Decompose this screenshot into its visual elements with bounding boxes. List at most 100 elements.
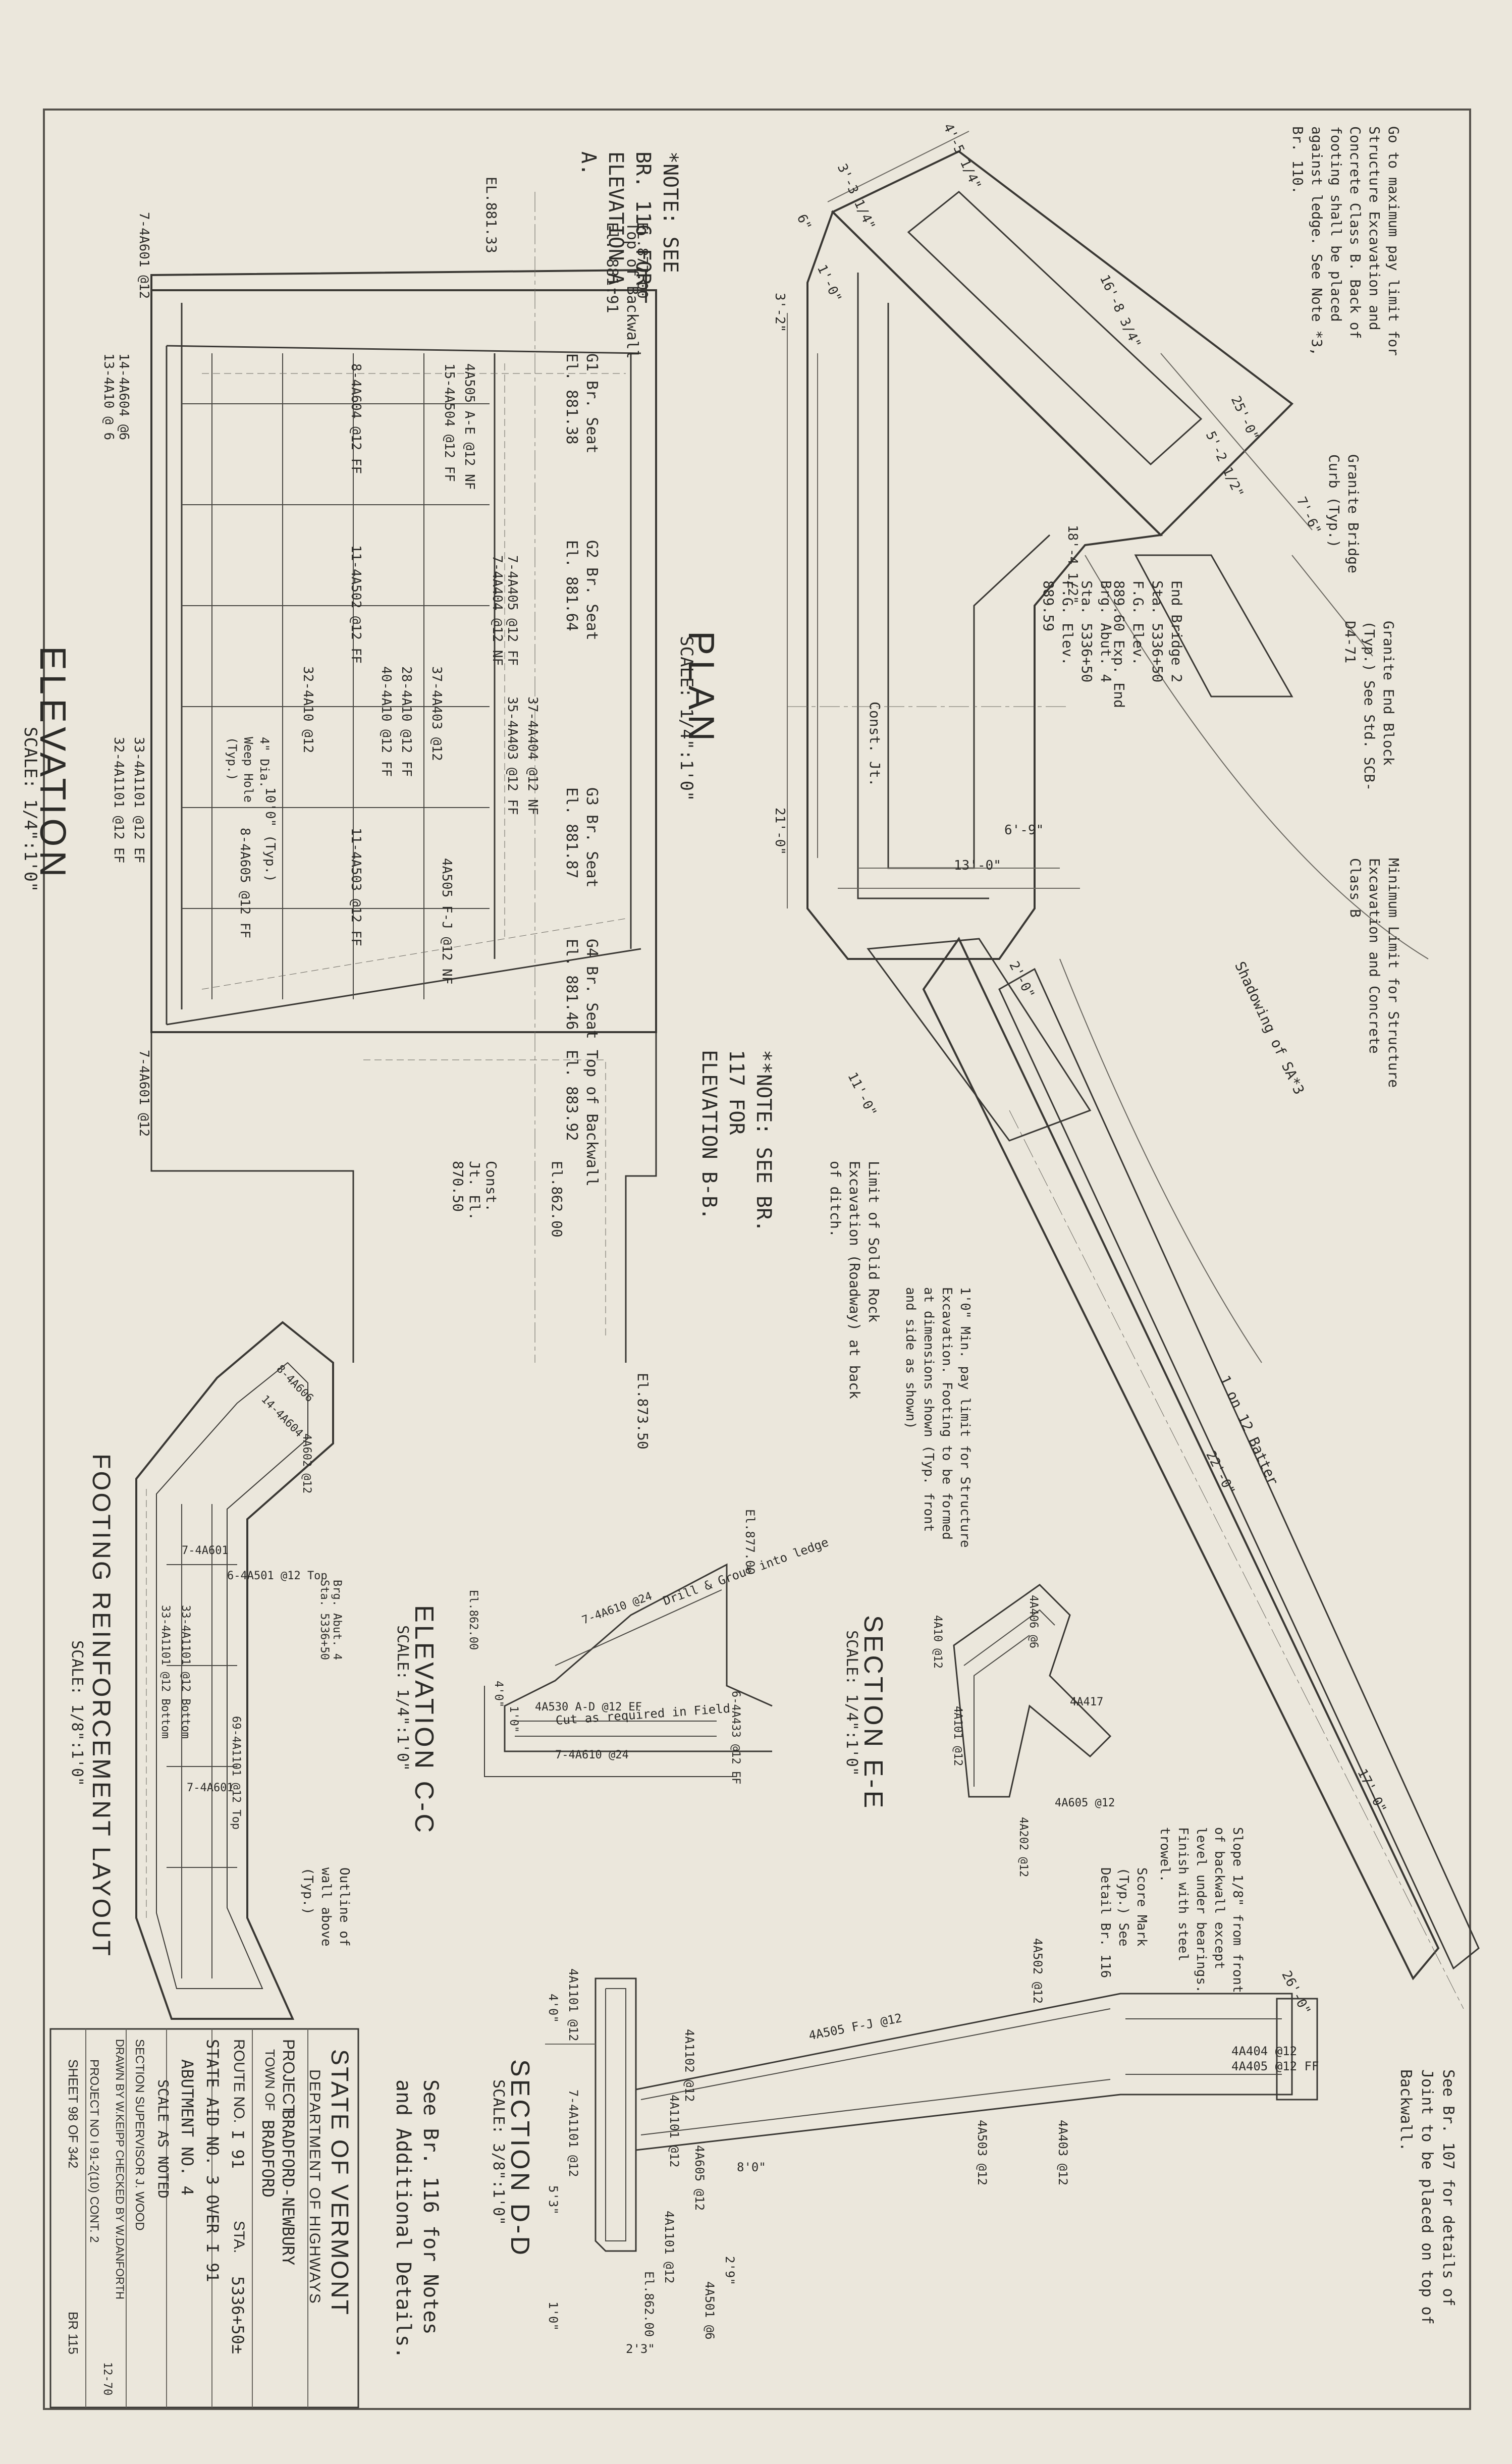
elevation-footing-right xyxy=(625,949,657,1363)
ee-label-1: 4A417 xyxy=(1070,1696,1104,1708)
elev-rebar-3: 11-4A502 @12 FF xyxy=(348,545,363,664)
cc-label-6: 4'0" xyxy=(492,1681,505,1707)
label-el-870: Const. Jt. El. 870.50 xyxy=(450,1161,500,1221)
elev-rebar-18: 13-4A10 @ 6 xyxy=(101,353,116,441)
elev-cc-bottom xyxy=(504,1716,772,1752)
dd-label-0: 4A1101 @12 xyxy=(566,1968,580,2042)
plan-dim-4: 3'-2" xyxy=(772,293,787,333)
tb-route: I 91 xyxy=(228,2130,247,2169)
elev-rebar-11: 28-4A10 @12 FF xyxy=(399,666,414,777)
label-g3: G3 Br. Seat xyxy=(583,787,601,888)
elev-cc-ledge xyxy=(484,1686,737,1777)
elevation-scale: SCALE: 1/4":1'0" xyxy=(20,727,40,892)
elev-cc-rebar xyxy=(515,1589,722,1737)
tb-sta-label: STA. xyxy=(231,2221,247,2254)
footing-label-9: Brg. Abut. 4 Sta. 5336+50 xyxy=(318,1580,343,1660)
elevation-ledge xyxy=(363,1059,606,1337)
section-ee-view xyxy=(953,1584,1112,1798)
elev-rebar-1: 15-4A504 @12 FF xyxy=(442,363,457,482)
footing-label-2: 4A602 @12 xyxy=(300,1433,313,1494)
label-g4-el: El. 881.46 xyxy=(563,939,580,1030)
label-g4: G4 Br. Seat xyxy=(583,939,601,1039)
plan-wingwall-inner xyxy=(907,191,1203,466)
elevation-seat-line xyxy=(166,345,641,354)
label-el-top-backwall: El. 881.91 xyxy=(603,222,621,313)
dd-label-6: 4A404 @12 xyxy=(1231,2044,1298,2058)
plan-scale: SCALE: 1/4":1'0" xyxy=(676,636,696,801)
dd-label-18: 4A1102 @12 xyxy=(682,2029,696,2102)
dd-label-14: 5'3" xyxy=(546,2185,560,2215)
tb-section-supervisor: SECTION SUPERVISOR J. WOOD xyxy=(133,2039,146,2231)
dd-label-12: 8'0" xyxy=(737,2160,766,2174)
elevation-footing xyxy=(150,1032,354,1363)
footing-label-3: 7-4A601 xyxy=(182,1544,229,1557)
dd-label-1: 7-4A1101 @12 xyxy=(566,2090,580,2177)
plan-dim-9: 18'-4 1/2" xyxy=(1065,525,1080,604)
excavation-note: Go to maximum pay limit for Structure Ex… xyxy=(1289,126,1402,356)
score-mark-note: Score Mark (Typ.) See Detail Br. 116 xyxy=(1098,1867,1149,1978)
footing-label-7: 33-4A1101 @12 Bottom xyxy=(159,1605,172,1739)
plan-seat xyxy=(887,303,1051,869)
ee-label-0: 4A406 @6 xyxy=(1027,1595,1040,1648)
elev-rebar-15: 35-4A403 @12 FF xyxy=(505,697,520,815)
tb-sheet: SHEET 98 OF 342 xyxy=(66,2059,81,2169)
elevation-cc-view xyxy=(484,1563,773,1777)
elev-rebar-8: 8-4A605 @12 FF xyxy=(237,828,252,939)
backwall-note: See Br. 107 for details of Joint to be p… xyxy=(1397,2069,1457,2325)
footing-layout-view xyxy=(135,1321,334,2020)
cc-label-0: El.877.00 xyxy=(743,1509,757,1575)
label-el-873: El.873.50 xyxy=(634,1373,651,1450)
ee-label-4: 4A202 @12 xyxy=(1017,1817,1030,1878)
cc-label-4: 7-4A610 @24 xyxy=(555,1749,629,1761)
plan-footing-corner xyxy=(867,938,1092,1142)
dd-label-19: 4A1101 @12 xyxy=(662,2211,676,2284)
tb-project-no: PROJECT NO I 91-2(10) CONT. 2 xyxy=(87,2059,101,2243)
elevation-hidden-lines xyxy=(201,363,626,990)
plan-inner-face xyxy=(857,273,989,899)
plan-end-block xyxy=(1134,554,1293,698)
granite-end-note: Granite End Block (Typ.) See Std. SCB-D4… xyxy=(1342,621,1397,791)
label-el-881: EL.881.33 xyxy=(483,177,500,253)
footing-rebar xyxy=(167,1504,237,1978)
elevation-cc-scale: SCALE: 1/4":1'0" xyxy=(394,1625,411,1771)
plan-dim-16: 21'-0" xyxy=(772,808,787,855)
footing-outline xyxy=(135,1321,334,2020)
plan-dim-10: 13'-0" xyxy=(954,858,1001,873)
plan-dimension-lines xyxy=(787,131,1373,908)
label-el-862: El.862.00 xyxy=(549,1161,565,1238)
min-limit-note: Minimum Limit for Structure Excavation a… xyxy=(1347,858,1402,1088)
tb-project-label: PROJECT xyxy=(280,2039,298,2115)
elev-rebar-0: 4A505 A-E @12 NF xyxy=(462,363,477,490)
plan-const-jt: Const. Jt. xyxy=(867,702,883,787)
elevation-top xyxy=(150,269,647,303)
dd-label-7: 4A405 @12 FF xyxy=(1231,2059,1319,2073)
plan-end-bridge: End Bridge 2 Sta. 5336+50 F.G. Elev. 889… xyxy=(1111,580,1185,708)
elev-rebar-2: 8-4A604 @12 FF xyxy=(348,363,363,474)
cc-label-5: El.862.00 xyxy=(467,1590,479,1650)
label-el-top-backwall-2: El. 883.92 xyxy=(563,1050,580,1141)
cc-label-7: 1'0" xyxy=(507,1706,520,1733)
elev-rebar-21: 32-4A1101 @12 EF xyxy=(111,737,126,864)
tb-drawn-checked: DRAWN BY W.KEIPP CHECKED BY W.DANFORTH xyxy=(114,2039,126,2299)
solid-rock-note: Limit of Solid Rock Excavation (Roadway)… xyxy=(827,1161,882,1400)
elev-rebar-14: 37-4A404 @12 NF xyxy=(525,697,540,815)
elev-cc-top xyxy=(504,1563,773,1716)
section-ee-scale: SCALE: 1/4":1'0" xyxy=(843,1630,860,1776)
cc-label-2: 4A530 A-D @12 EF xyxy=(535,1701,642,1713)
tb-town-label: TOWN OF xyxy=(262,2049,278,2111)
label-g3-el: El. 881.87 xyxy=(563,787,580,879)
elev-rebar-19: 7-4A601 @12 xyxy=(136,1050,151,1137)
title-block-frame xyxy=(49,2028,359,2408)
section-dd-scale: SCALE: 3/8":1'0" xyxy=(490,2079,507,2225)
general-note: See Br. 116 for Notes and Additional Det… xyxy=(392,2079,442,2359)
dd-label-13: 2'3" xyxy=(626,2342,655,2356)
section-ee-rebar-2 xyxy=(974,1635,1030,1787)
label-g1-el: El. 881.38 xyxy=(563,353,580,445)
label-g2: G2 Br. Seat xyxy=(583,540,601,640)
plan-note: **NOTE: SEE BR. 117 FOR ELEVATION B-B. xyxy=(697,1050,775,1233)
elev-rebar-9: 4A505 F-J @12 NF xyxy=(439,858,454,985)
outline-wall-note: Outline of wall above (Typ.) xyxy=(300,1867,352,1947)
dd-label-15: 4'0" xyxy=(546,1994,560,2023)
